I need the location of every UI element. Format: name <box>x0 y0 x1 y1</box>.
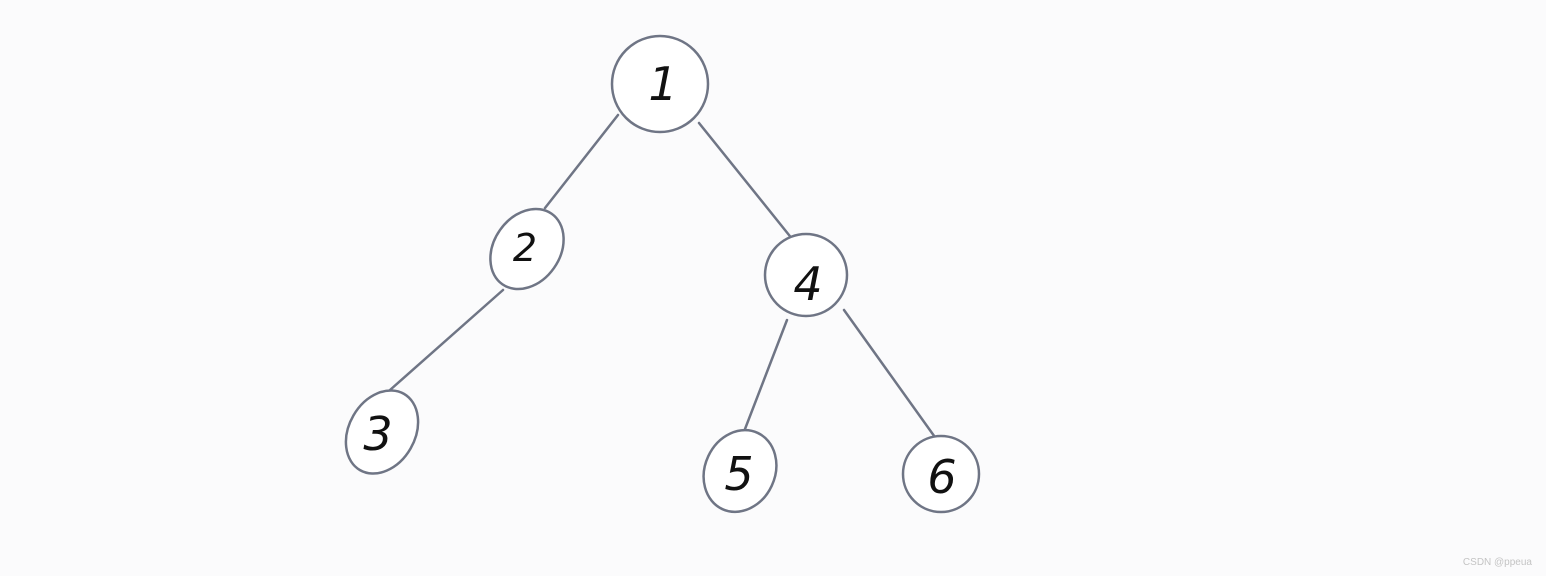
node-3: 3 <box>344 389 420 475</box>
node-label: 4 <box>793 257 822 311</box>
node-label: 5 <box>724 447 753 501</box>
edge-4-6 <box>842 308 939 442</box>
edge-2-3 <box>388 288 505 392</box>
edge-1-2 <box>543 113 620 210</box>
node-label: 6 <box>927 450 956 504</box>
watermark: CSDN @ppeua <box>1462 557 1532 568</box>
node-label: 3 <box>363 407 392 461</box>
edge-4-5 <box>738 318 789 444</box>
node-5: 5 <box>702 428 778 514</box>
node-4: 4 <box>763 232 849 318</box>
node-label: 2 <box>513 226 537 270</box>
node-1: 1 <box>610 34 710 134</box>
node-label: 1 <box>648 57 677 111</box>
node-2: 2 <box>489 207 565 291</box>
edge-1-4 <box>697 121 795 242</box>
node-6: 6 <box>901 434 981 514</box>
